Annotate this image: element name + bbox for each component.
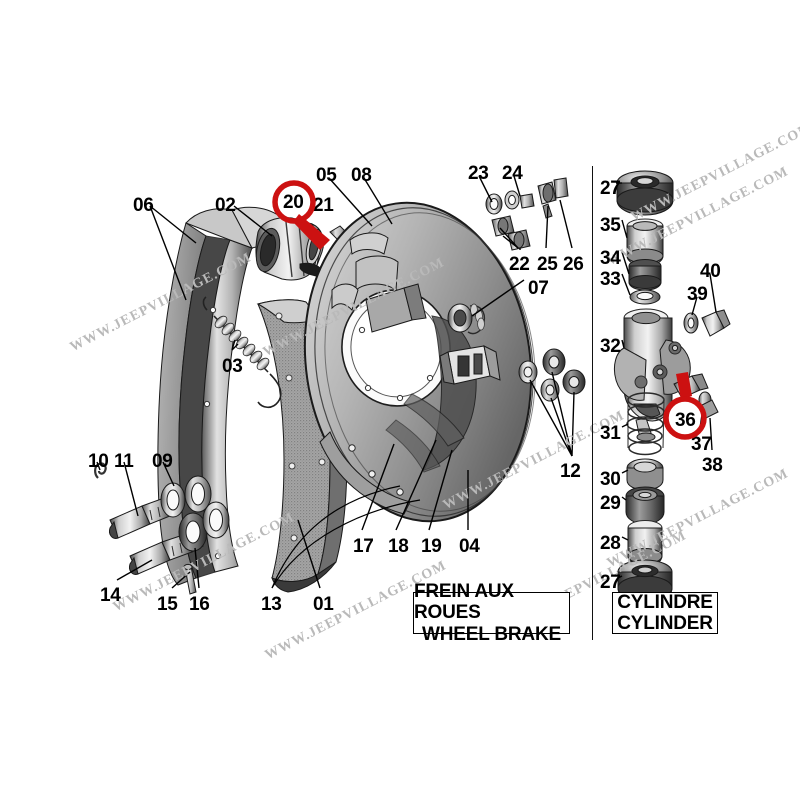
part-label-40: 40 [700, 261, 721, 282]
part-label-22: 22 [509, 254, 530, 275]
part-label-11: 11 [114, 451, 134, 472]
highlight-callout-20 [272, 180, 330, 250]
part-label-06: 06 [133, 195, 154, 216]
part-04-backing-plate [303, 201, 536, 523]
part-label-03: 03 [222, 356, 243, 377]
part-label-20: 20 [283, 192, 304, 213]
part-label-24: 24 [502, 163, 523, 184]
part-label-18: 18 [388, 536, 409, 557]
part-label-36: 36 [675, 410, 696, 431]
highlight-callout-36 [663, 372, 707, 440]
caption-wheel-brake-en: WHEEL BRAKE [422, 623, 561, 645]
part-label-21: 21 [313, 195, 334, 216]
column-divider [592, 166, 594, 640]
part-label-29: 29 [600, 493, 621, 514]
part-18-adjuster-block [439, 345, 501, 385]
part-35-sleeve [626, 218, 664, 267]
caption-wheel-brake: FREIN AUX ROUES WHEEL BRAKE [413, 581, 570, 645]
caption-cylinder: CYLINDRE CYLINDER [612, 592, 718, 634]
part-15-pin [183, 563, 197, 595]
part-25-26-studs [537, 177, 569, 219]
part-09-16-washers [160, 475, 230, 552]
part-label-35: 35 [600, 215, 621, 236]
part-label-17: 17 [353, 536, 374, 557]
part-label-08: 08 [351, 165, 372, 186]
part-29-piston-cup [625, 486, 665, 525]
part-label-32: 32 [600, 336, 621, 357]
part-label-14: 14 [100, 585, 121, 606]
part-label-38: 38 [702, 455, 723, 476]
part-label-25: 25 [537, 254, 558, 275]
part-label-33: 33 [600, 269, 621, 290]
caption-wheel-brake-fr: FREIN AUX ROUES [414, 581, 514, 624]
part-03-return-spring [202, 296, 282, 409]
caption-cylinder-fr: CYLINDRE [617, 591, 713, 613]
part-label-05: 05 [316, 165, 337, 186]
part-label-37: 37 [691, 434, 712, 455]
part-label-15: 15 [157, 594, 178, 615]
part-10-clip [94, 462, 107, 479]
part-label-31: 31 [600, 423, 621, 444]
part-label-16: 16 [189, 594, 210, 615]
part-label-23: 23 [468, 163, 489, 184]
part-label-12: 12 [560, 461, 581, 482]
part-label-13: 13 [261, 594, 282, 615]
part-33-cup-washer [629, 289, 661, 305]
part-label-19: 19 [421, 536, 442, 557]
part-12-nuts-washers [518, 348, 586, 402]
part-label-01: 01 [313, 594, 334, 615]
part-39-40-hardware [683, 309, 731, 337]
part-28-piston [627, 520, 663, 567]
part-label-30: 30 [600, 469, 621, 490]
part-label-04: 04 [459, 536, 480, 557]
part-label-28: 28 [600, 533, 621, 554]
part-label-07: 07 [528, 278, 549, 299]
part-label-02: 02 [215, 195, 236, 216]
part-label-34: 34 [600, 248, 621, 269]
part-label-27b: 27 [600, 572, 621, 593]
part-34-plug [628, 259, 662, 291]
part-label-10: 10 [88, 451, 109, 472]
part-27-cap-top [616, 170, 674, 216]
part-label-26: 26 [563, 254, 584, 275]
part-label-39: 39 [687, 284, 708, 305]
caption-cylinder-en: CYLINDER [617, 613, 713, 634]
part-label-09: 09 [152, 451, 173, 472]
part-label-27t: 27 [600, 178, 621, 199]
